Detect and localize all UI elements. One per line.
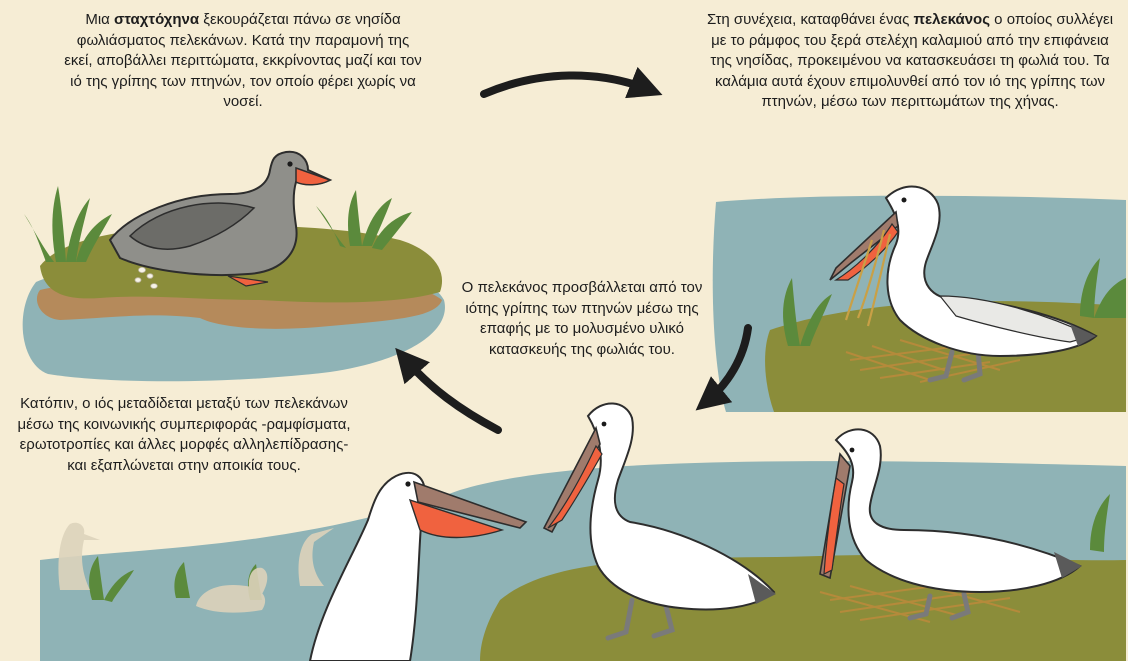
caption-pelican-bold-term: πελεκάνος bbox=[914, 11, 990, 28]
arrow-colony-to-goose bbox=[404, 358, 498, 430]
caption-goose-on-island: Μια σταχτόχηνα ξεκουράζεται πάνω σε νησί… bbox=[62, 10, 424, 113]
caption-pelican-arrives: Στη συνέχεια, καταφθάνει ένας πελεκάνος … bbox=[700, 10, 1120, 113]
caption-goose-bold-term: σταχτόχηνα bbox=[114, 11, 199, 28]
goose-island-scene bbox=[23, 152, 445, 382]
caption-goose-text-1: Μια bbox=[85, 11, 114, 28]
pelican-nest-scene bbox=[713, 187, 1126, 412]
caption-pelican-text-1: Στη συνέχεια, καταφθάνει ένας bbox=[707, 11, 914, 28]
arrow-goose-to-pelican bbox=[484, 75, 650, 94]
caption-pelican-infection: Ο πελεκάνος προσβάλλεται από τον ιότης γ… bbox=[444, 278, 720, 360]
cycle-arrows bbox=[404, 75, 748, 430]
caption-colony-spread: Κατόπιν, ο ιός μεταδίδεται μεταξύ των πε… bbox=[14, 394, 354, 476]
